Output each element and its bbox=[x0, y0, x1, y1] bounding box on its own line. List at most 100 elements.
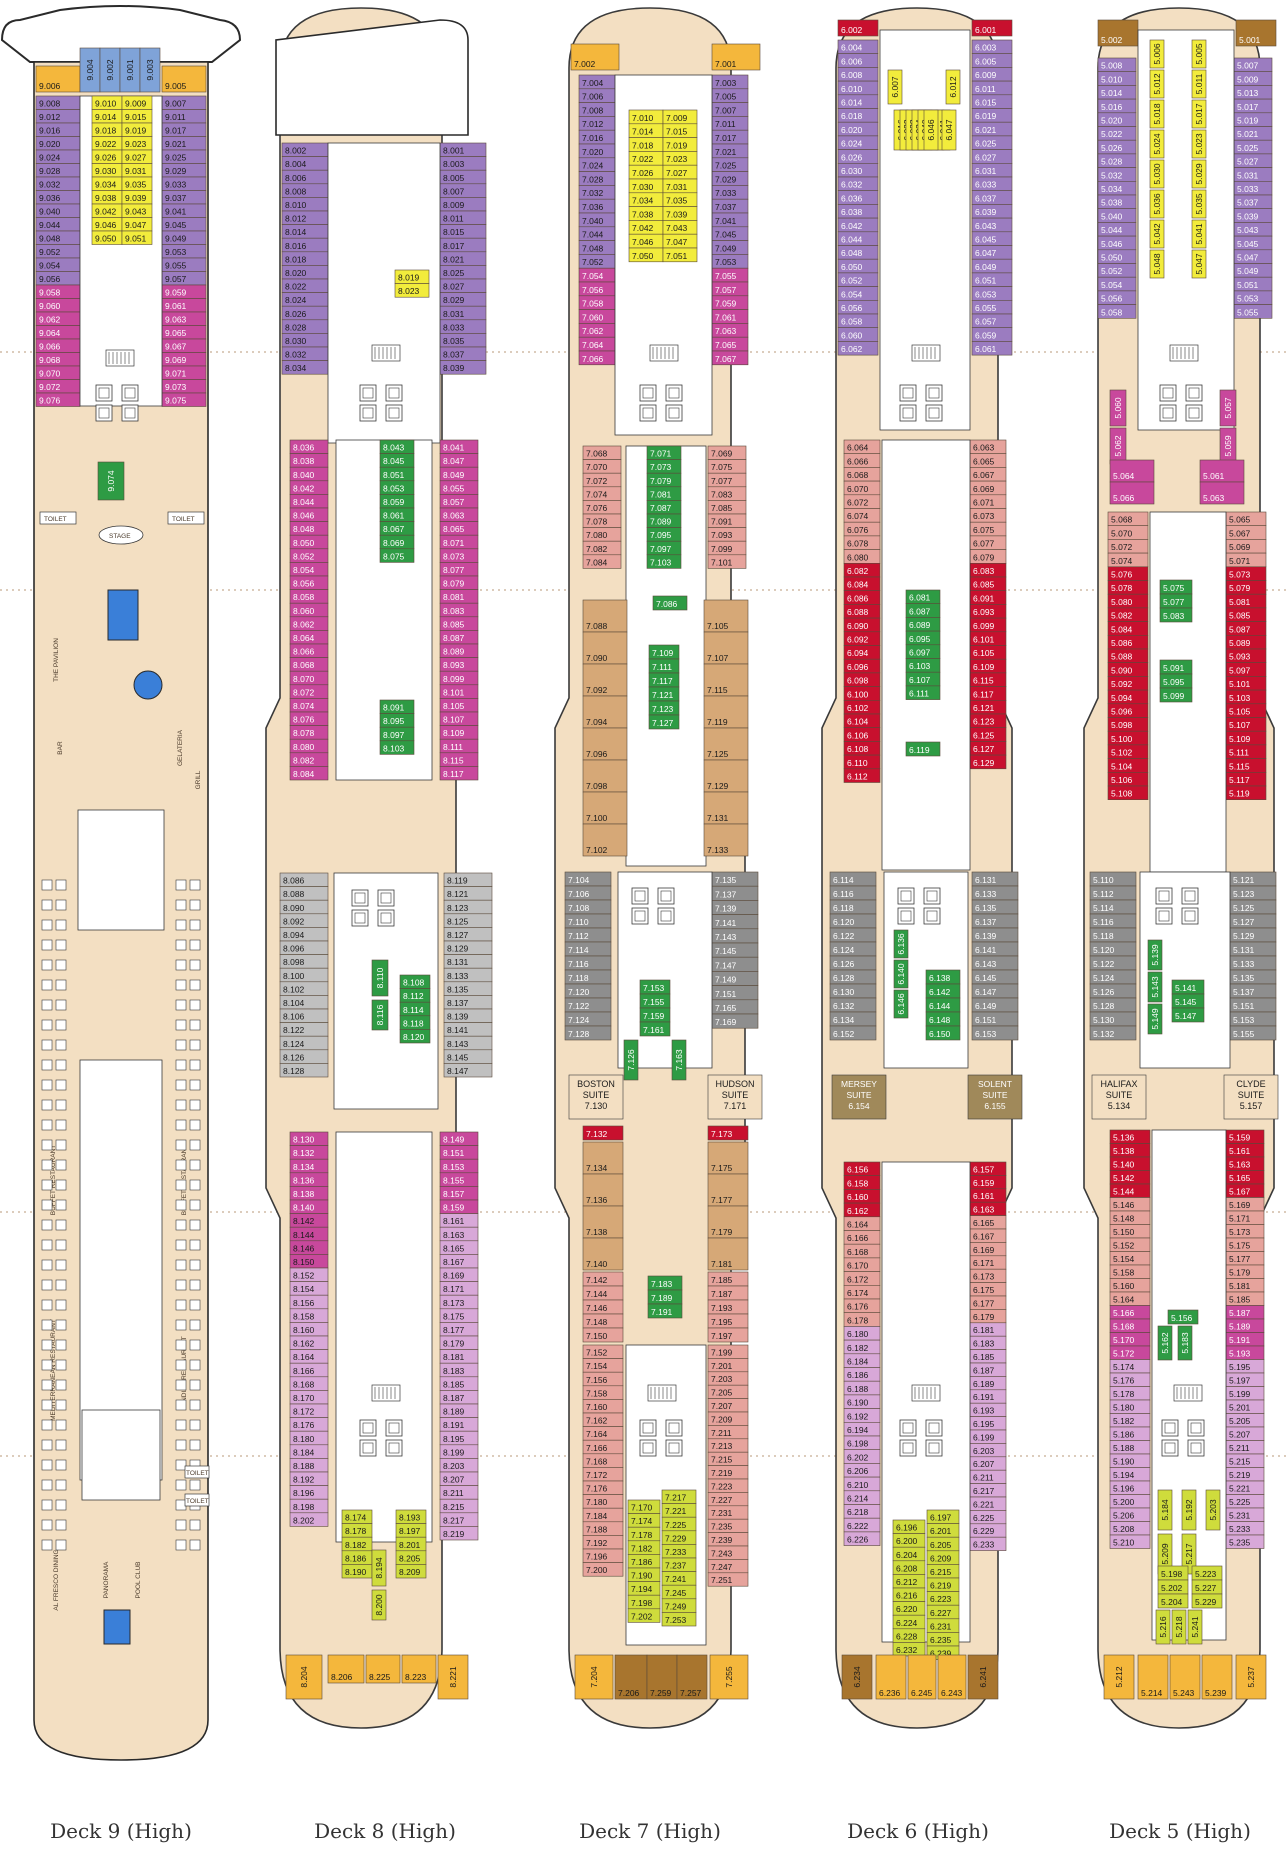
cabin-label: 5.102 bbox=[1111, 748, 1133, 758]
cabin[interactable] bbox=[395, 1564, 427, 1579]
cabin[interactable] bbox=[709, 1654, 749, 1700]
cabin-label: 6.195 bbox=[973, 1419, 995, 1429]
cabin[interactable] bbox=[703, 823, 749, 857]
cabin[interactable] bbox=[646, 1654, 678, 1700]
cabin-label: 8.173 bbox=[443, 1298, 465, 1308]
cabin[interactable] bbox=[439, 1526, 479, 1541]
cabin[interactable] bbox=[582, 1205, 624, 1239]
cabin[interactable] bbox=[703, 695, 749, 729]
cabin[interactable] bbox=[707, 1205, 749, 1239]
cabin-label: 7.187 bbox=[711, 1289, 733, 1299]
cabin[interactable] bbox=[439, 766, 479, 781]
cabin-label: 6.063 bbox=[973, 443, 995, 453]
cabin[interactable] bbox=[371, 1549, 387, 1587]
suite[interactable] bbox=[568, 1074, 624, 1120]
cabin[interactable] bbox=[401, 1654, 437, 1684]
cabin[interactable] bbox=[711, 43, 761, 71]
cabin[interactable] bbox=[582, 554, 622, 569]
cabin[interactable] bbox=[379, 740, 415, 755]
cabin[interactable] bbox=[582, 631, 628, 665]
cabin[interactable] bbox=[639, 1021, 671, 1037]
cabin[interactable] bbox=[971, 19, 1013, 37]
cabin[interactable] bbox=[582, 1125, 624, 1141]
cabin[interactable] bbox=[707, 1125, 749, 1141]
cabin[interactable] bbox=[285, 1654, 323, 1700]
cabin-label: 9.012 bbox=[39, 112, 61, 122]
cabin[interactable] bbox=[582, 1237, 624, 1271]
cabin[interactable] bbox=[707, 1572, 749, 1587]
cabin-label: 8.217 bbox=[443, 1515, 465, 1525]
stairwell-icon bbox=[371, 1384, 401, 1402]
cabin[interactable] bbox=[662, 247, 698, 263]
toilet-box[interactable] bbox=[39, 511, 77, 525]
cabin[interactable] bbox=[703, 663, 749, 697]
cabin-label: 8.120 bbox=[403, 1032, 425, 1042]
cabin-label: 5.006 bbox=[1152, 43, 1162, 65]
cabin[interactable] bbox=[582, 727, 628, 761]
toilet-box[interactable] bbox=[184, 1465, 210, 1479]
cabin[interactable] bbox=[371, 999, 389, 1031]
cabin[interactable] bbox=[97, 461, 125, 501]
cabin[interactable] bbox=[365, 1654, 401, 1684]
cabin[interactable] bbox=[582, 599, 628, 633]
toilet-box[interactable] bbox=[167, 511, 205, 525]
cabin[interactable] bbox=[379, 548, 415, 563]
cabin-label: 5.087 bbox=[1229, 624, 1251, 634]
cabin[interactable] bbox=[289, 1512, 329, 1527]
cabin[interactable] bbox=[676, 1654, 708, 1700]
cabin[interactable] bbox=[574, 1654, 614, 1700]
cabin-label: 8.139 bbox=[447, 1012, 469, 1022]
cabin[interactable] bbox=[279, 1063, 329, 1078]
cabin[interactable] bbox=[582, 823, 628, 857]
cabin[interactable] bbox=[648, 714, 680, 730]
cabin[interactable] bbox=[703, 727, 749, 761]
cabin[interactable] bbox=[582, 1173, 624, 1207]
cabin[interactable] bbox=[582, 1327, 624, 1343]
cabin-label: 8.195 bbox=[443, 1434, 465, 1444]
cabin-label: 8.105 bbox=[443, 701, 465, 711]
cabin[interactable] bbox=[582, 1562, 624, 1577]
cabin[interactable] bbox=[703, 791, 749, 825]
cabin[interactable] bbox=[837, 19, 879, 37]
cabin-label: 7.144 bbox=[586, 1289, 608, 1299]
suite[interactable] bbox=[707, 1074, 763, 1120]
cabin[interactable] bbox=[623, 1039, 639, 1081]
cabin[interactable] bbox=[707, 554, 747, 569]
cabin-label: 6.073 bbox=[973, 511, 995, 521]
toilet-box[interactable] bbox=[184, 1493, 210, 1507]
cabin[interactable] bbox=[570, 43, 620, 71]
cabin[interactable] bbox=[582, 695, 628, 729]
cabin[interactable] bbox=[564, 1025, 612, 1041]
cabin-label: 8.064 bbox=[293, 633, 315, 643]
cabin-label: 5.078 bbox=[1111, 583, 1133, 593]
cabin[interactable] bbox=[707, 1327, 749, 1343]
cabin[interactable] bbox=[707, 1141, 749, 1175]
cabin[interactable] bbox=[707, 1237, 749, 1271]
cabin[interactable] bbox=[327, 1654, 365, 1684]
cabin-label: 5.057 bbox=[1223, 397, 1233, 419]
cabin[interactable] bbox=[437, 1654, 469, 1700]
cabin-label: 7.070 bbox=[586, 462, 608, 472]
cabin[interactable] bbox=[582, 663, 628, 697]
cabin[interactable] bbox=[582, 759, 628, 793]
cabin[interactable] bbox=[161, 65, 207, 93]
cabin[interactable] bbox=[121, 230, 153, 245]
cabin[interactable] bbox=[671, 1039, 687, 1081]
cabin[interactable] bbox=[394, 283, 430, 298]
cabin[interactable] bbox=[399, 1029, 431, 1044]
cabin[interactable] bbox=[289, 766, 329, 781]
cabin[interactable] bbox=[371, 1589, 387, 1621]
cabin[interactable] bbox=[614, 1654, 648, 1700]
cabin[interactable] bbox=[443, 1063, 493, 1078]
cabin[interactable] bbox=[627, 1608, 661, 1623]
cabin[interactable] bbox=[661, 1612, 697, 1627]
cabin[interactable] bbox=[139, 47, 161, 93]
cabin[interactable] bbox=[582, 1141, 624, 1175]
cabin[interactable] bbox=[647, 1303, 683, 1319]
cabin[interactable] bbox=[652, 595, 688, 611]
cabin[interactable] bbox=[703, 599, 749, 633]
cabin[interactable] bbox=[646, 554, 682, 569]
cabin[interactable] bbox=[371, 959, 389, 997]
cabin-label: 5.068 bbox=[1111, 515, 1133, 525]
cabin-label: 8.039 bbox=[443, 363, 465, 373]
